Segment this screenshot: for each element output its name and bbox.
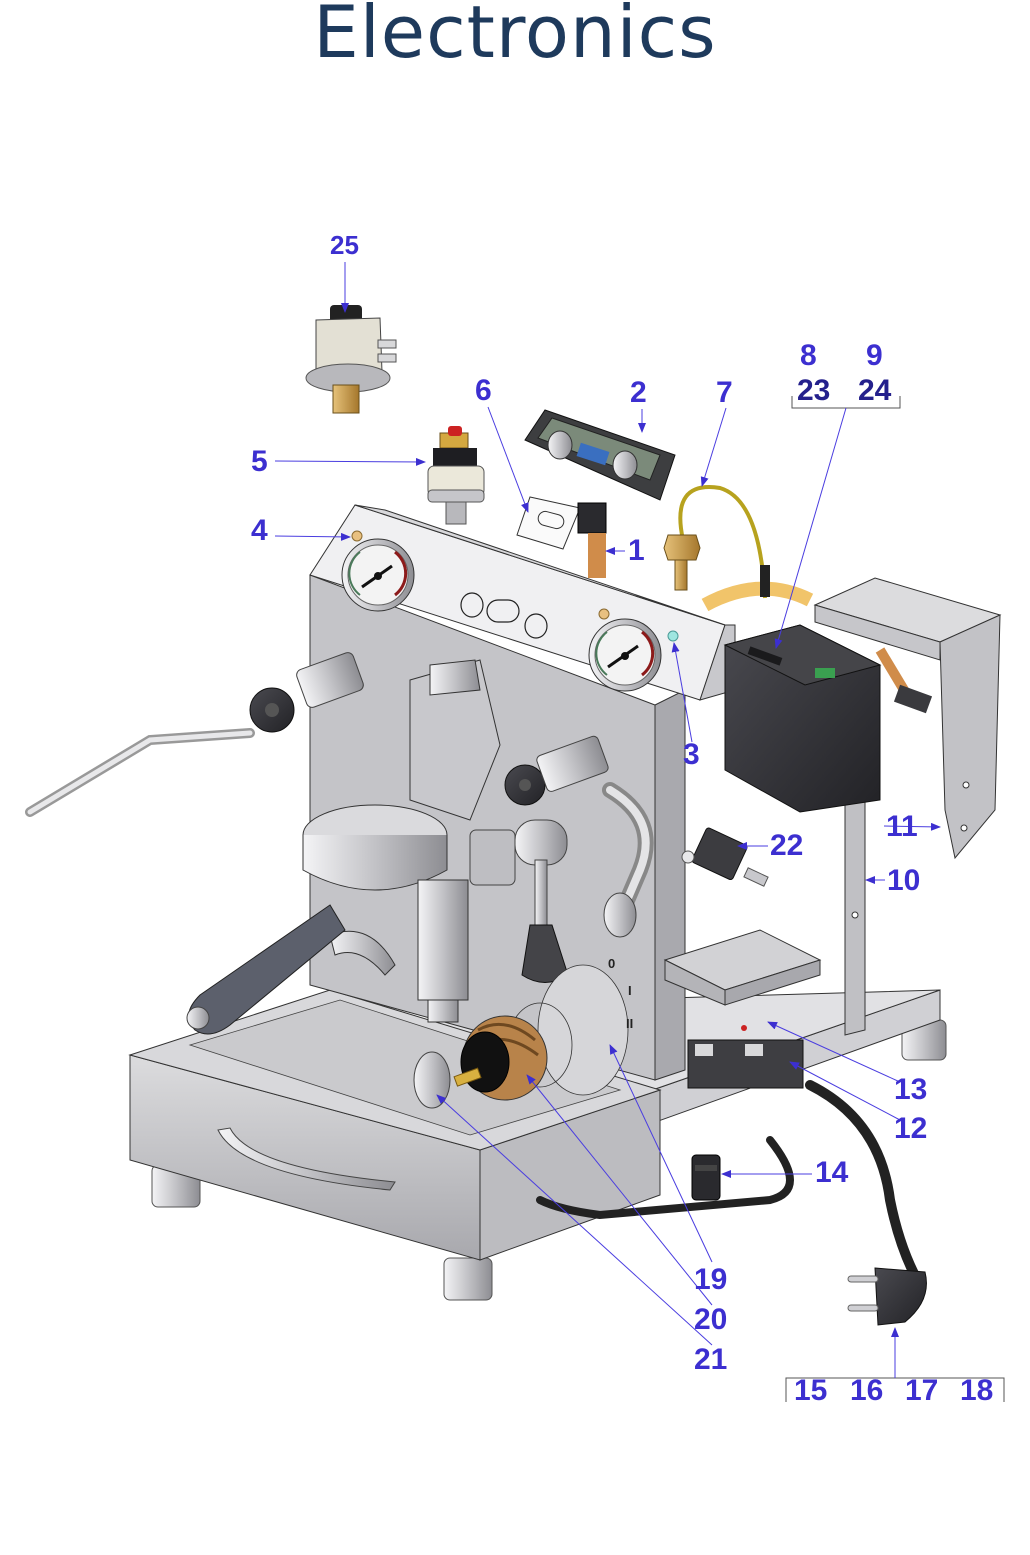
portafilter-handle (186, 904, 346, 1035)
pressure-gauge-right (588, 618, 662, 692)
switch-position-2: II (626, 1016, 633, 1031)
indicator-lamp-orange (351, 530, 363, 542)
switch-position-1: I (628, 983, 632, 998)
callout-2: 2 (630, 376, 647, 409)
callout-6: 6 (475, 374, 492, 407)
control-box (723, 624, 882, 813)
temperature-probe-7 (663, 485, 770, 599)
callout-19: 19 (694, 1263, 728, 1296)
group-head (302, 659, 501, 1023)
callout-23: 23 (797, 374, 831, 407)
display-module-2 (524, 409, 676, 501)
ribbon-cable (701, 581, 814, 612)
leader-lines (274, 262, 1005, 1402)
side-cover (813, 577, 1002, 860)
callout-8: 8 (800, 339, 817, 372)
steam-wand (25, 652, 364, 817)
micro-switch (681, 827, 769, 887)
pressure-gauge-left (341, 538, 415, 612)
callout-24: 24 (858, 374, 892, 407)
callout-14: 14 (815, 1156, 849, 1189)
indicator-lamp-green (667, 630, 679, 642)
callout-11: 11 (886, 810, 918, 843)
callout-16: 16 (850, 1374, 884, 1407)
callout-5: 5 (251, 445, 268, 478)
callout-4: 4 (251, 514, 268, 547)
rotary-switch-assembly: 0 I II (413, 956, 633, 1109)
callout-17: 17 (905, 1374, 939, 1407)
callout-20: 20 (694, 1303, 728, 1336)
callout-1: 1 (628, 534, 645, 567)
callout-21: 21 (694, 1343, 728, 1376)
callout-3: 3 (683, 738, 700, 771)
power-cord (536, 1080, 927, 1326)
gasket-6 (516, 496, 581, 550)
callout-10: 10 (887, 864, 921, 897)
ribbon-connector-1 (577, 502, 607, 578)
machine-base (128, 989, 947, 1301)
callout-18: 18 (960, 1374, 994, 1407)
page-title: Electronics (313, 0, 717, 74)
pressure-switch-25 (305, 305, 397, 414)
callout-25: 25 (330, 230, 359, 260)
callout-15: 15 (794, 1374, 828, 1407)
machine-body (309, 504, 736, 1081)
hot-water-valve (469, 735, 654, 983)
callout-9: 9 (866, 339, 883, 372)
callout-12: 12 (894, 1112, 928, 1145)
pressostat-5 (427, 426, 485, 525)
callout-7: 7 (716, 376, 733, 409)
internal-frame (663, 739, 866, 1089)
cable-gland (691, 1154, 721, 1201)
switch-position-0: 0 (608, 956, 615, 971)
callout-13: 13 (894, 1073, 928, 1106)
callout-22: 22 (770, 829, 804, 862)
